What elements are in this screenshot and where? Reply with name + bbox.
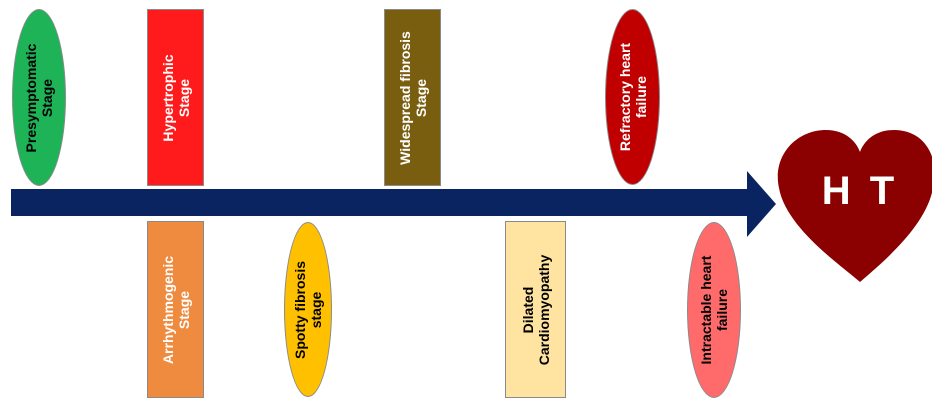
presymptomatic-stage-node: Presymptomatic Stage [12,9,66,186]
heart-endpoint-label: H T [821,169,899,213]
arrhythmogenic-stage-node: Arrhythmogenic Stage [147,221,204,398]
timeline-arrow [11,171,776,237]
arrhythmogenic-stage-label: Arrhythmogenic Stage [159,255,192,364]
widespread-fibrosis-stage-label: Widespread fibrosis Stage [396,30,429,165]
dilated-cardiomyopathy-label: Dilated Cardiomyopathy [519,254,552,365]
spotty-fibrosis-stage-label: Spotty fibrosis stage [292,260,324,359]
intractable-heart-failure-node: Intractable heart failure [687,222,741,398]
intractable-heart-failure-label: Intractable heart failure [698,255,730,365]
refractory-heart-failure-label: Refractory heart failure [616,42,649,152]
hypertrophic-stage-label: Hypertrophic Stage [159,53,192,142]
widespread-fibrosis-stage-node: Widespread fibrosis Stage [384,9,441,186]
hypertrophic-stage-node: Hypertrophic Stage [147,9,204,186]
refractory-heart-failure-node: Refractory heart failure [605,9,660,185]
dilated-cardiomyopathy-node: Dilated Cardiomyopathy [505,221,566,398]
presymptomatic-stage-label: Presymptomatic Stage [23,43,55,152]
heart-shape [777,130,932,282]
spotty-fibrosis-stage-node: Spotty fibrosis stage [284,222,332,397]
